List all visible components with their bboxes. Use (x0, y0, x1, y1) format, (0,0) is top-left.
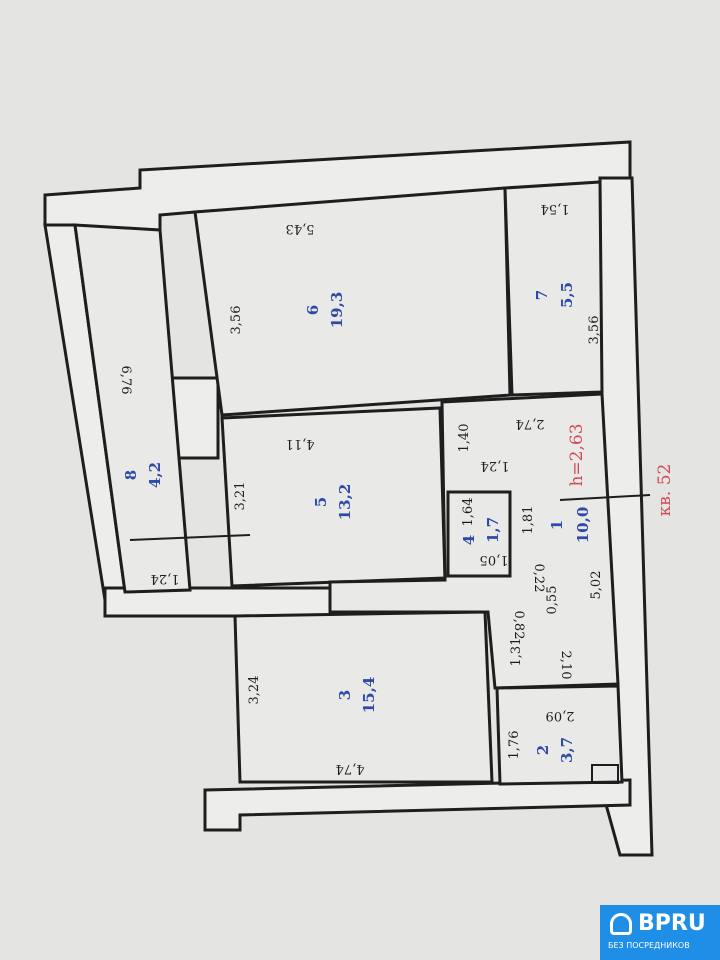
dim-label: 3,24 (247, 676, 262, 705)
dim-label: 1,31 (509, 638, 524, 667)
dim-label: 0,55 (545, 586, 560, 615)
dim-label: 1,40 (457, 424, 472, 453)
dim-label: 1,81 (521, 506, 536, 535)
dim-label: 0,82 (511, 611, 526, 640)
outer-wall-bottom (203, 778, 632, 832)
room-labels: 6 19,3 7 5,5 5 13,2 3 15,4 2 3,7 4 1,7 1… (122, 282, 675, 763)
room-6-area: 19,3 (328, 292, 346, 329)
room-3-area: 15,4 (360, 677, 378, 714)
dim-label: 0,22 (531, 564, 546, 593)
room-1-number: 1 (548, 520, 566, 530)
logo-tagline: БЕЗ ПОСРЕДНИКОВ (608, 941, 690, 950)
room-7-area: 5,5 (558, 282, 576, 308)
dim-label: 1,76 (507, 731, 522, 760)
dim-label: 6,76 (118, 366, 133, 395)
dimension-line (559, 494, 651, 501)
apartment-label: кв. 52 (655, 464, 675, 517)
dim-label: 2,74 (516, 416, 545, 431)
room-6-number: 6 (304, 305, 322, 315)
dim-label: 1,24 (151, 571, 180, 586)
dim-label: 4,74 (336, 761, 365, 776)
people-key-icon (610, 913, 632, 935)
room-4-number: 4 (460, 535, 478, 545)
room-7-number: 7 (533, 290, 551, 300)
dim-label: 3,21 (233, 482, 248, 511)
shaft (591, 764, 619, 784)
room-1-area: 10,0 (574, 507, 592, 544)
dim-label: 1,24 (481, 458, 510, 473)
logo-brand: BPRU (638, 911, 706, 936)
ceiling-height: h=2,63 (567, 423, 587, 486)
dim-label: 3,56 (229, 306, 244, 335)
room-2-area: 3,7 (558, 737, 576, 763)
dim-label: 1,05 (480, 552, 509, 567)
dim-label: 3,56 (587, 316, 602, 345)
room-5-number: 5 (312, 497, 330, 507)
bpru-logo: BPRU БЕЗ ПОСРЕДНИКОВ (600, 905, 720, 960)
dimension-line (129, 534, 251, 541)
room-5 (220, 406, 447, 588)
dim-label: 5,43 (286, 221, 315, 236)
room-8-number: 8 (122, 470, 140, 480)
dim-label: 2,10 (558, 651, 573, 680)
dim-label: 1,54 (541, 201, 570, 216)
dim-label: 5,02 (589, 571, 604, 600)
dim-label: 4,11 (286, 436, 315, 451)
room-8 (73, 223, 192, 594)
room-2-number: 2 (534, 745, 552, 755)
room-4 (446, 490, 512, 578)
room-7 (503, 180, 604, 397)
room-8-area: 4,2 (146, 462, 164, 488)
dim-label: 2,09 (546, 708, 575, 723)
room-6 (193, 186, 512, 417)
room-5-area: 13,2 (336, 484, 354, 521)
room-3-number: 3 (336, 690, 354, 700)
dimensions: 5,43 1,54 3,56 3,56 6,76 4,11 1,40 2,74 … (118, 201, 604, 776)
dim-label: 1,64 (461, 498, 476, 527)
room-4-area: 1,7 (484, 517, 502, 543)
